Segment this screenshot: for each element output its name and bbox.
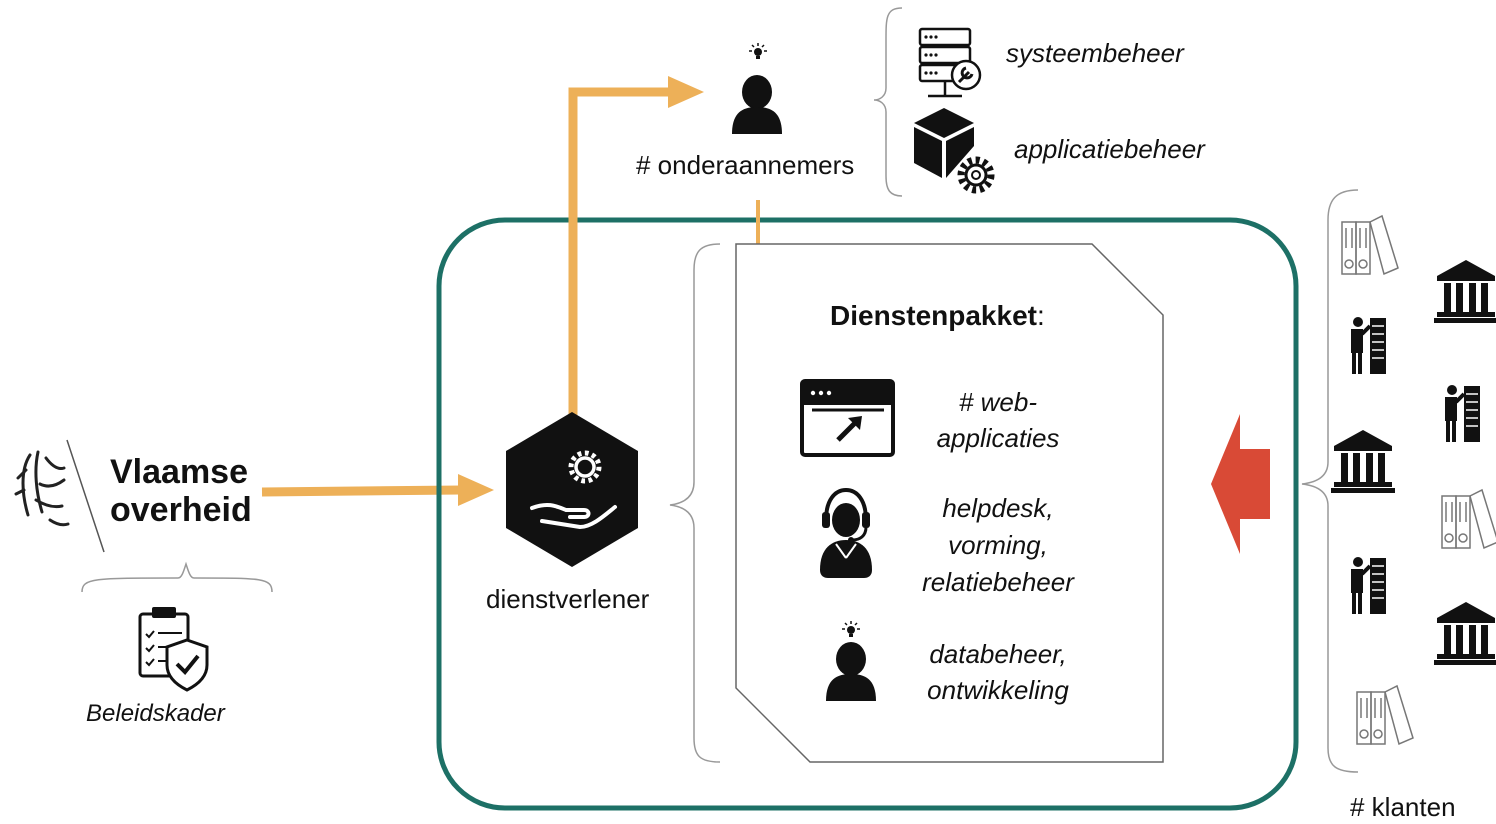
service-line: helpdesk, xyxy=(942,493,1054,523)
service-line: ontwikkeling xyxy=(927,675,1069,705)
role-system-management: systeembeheer xyxy=(1006,38,1184,68)
provider-frame xyxy=(436,217,1299,811)
archivist-icon xyxy=(1349,315,1388,376)
service-helpdesk: helpdesk, vorming, relatiebeheer xyxy=(898,490,1098,601)
package-title-text: Dienstenpakket xyxy=(830,300,1037,331)
logo-divider xyxy=(66,439,105,553)
clipboard-shield-icon xyxy=(138,607,209,692)
service-web-applications: # web- applicaties xyxy=(898,384,1098,456)
archive-binders-icon xyxy=(1356,685,1414,745)
package-title-colon: : xyxy=(1036,300,1045,331)
headset-user-icon xyxy=(820,487,872,578)
clients-brace xyxy=(1301,189,1359,773)
box-gear-icon xyxy=(914,108,995,194)
role-application-management: applicatiebeheer xyxy=(1014,134,1205,164)
demand-arrow xyxy=(1211,414,1270,554)
service-line: relatiebeheer xyxy=(922,567,1074,597)
lightbulb-icon xyxy=(748,42,768,60)
institution-building-icon xyxy=(1434,602,1496,665)
government-name-line1: Vlaamse xyxy=(110,453,248,491)
service-line: # web- xyxy=(958,387,1038,417)
archive-binders-icon xyxy=(1341,215,1399,275)
archive-binders-icon xyxy=(1441,489,1496,549)
service-line: databeheer, xyxy=(929,639,1067,669)
provider-to-subcontractors-arrow xyxy=(568,87,672,415)
archivist-icon xyxy=(1349,555,1388,616)
policy-framework-label: Beleidskader xyxy=(86,700,225,727)
subcontractors-label: # onderaannemers xyxy=(636,150,855,180)
service-data-management: databeheer, ontwikkeling xyxy=(898,636,1098,708)
service-line: vorming, xyxy=(948,530,1048,560)
server-stack-icon xyxy=(918,27,982,98)
subcontractor-person-icon xyxy=(732,75,782,134)
government-name-line2: overheid xyxy=(110,491,252,529)
flemish-lion-logo-icon xyxy=(14,450,70,527)
package-title: Dienstenpakket: xyxy=(830,300,1045,332)
browser-window-icon xyxy=(800,379,895,457)
clients-label: # klanten xyxy=(1350,792,1456,822)
service-document xyxy=(735,243,1164,763)
arrowhead xyxy=(458,474,494,506)
package-brace xyxy=(669,243,721,763)
archivist-icon xyxy=(1443,383,1482,444)
roles-brace xyxy=(873,7,903,197)
provider-label: dienstverlener xyxy=(486,584,650,614)
arrowhead xyxy=(668,76,704,108)
government-to-provider-arrow xyxy=(261,485,463,497)
service-line: applicaties xyxy=(936,423,1060,453)
institution-building-icon xyxy=(1434,260,1496,323)
provider-hexagon xyxy=(506,412,638,567)
institution-building-icon xyxy=(1331,430,1395,493)
policy-brace xyxy=(81,561,273,593)
hand-gear-icon xyxy=(530,450,617,529)
